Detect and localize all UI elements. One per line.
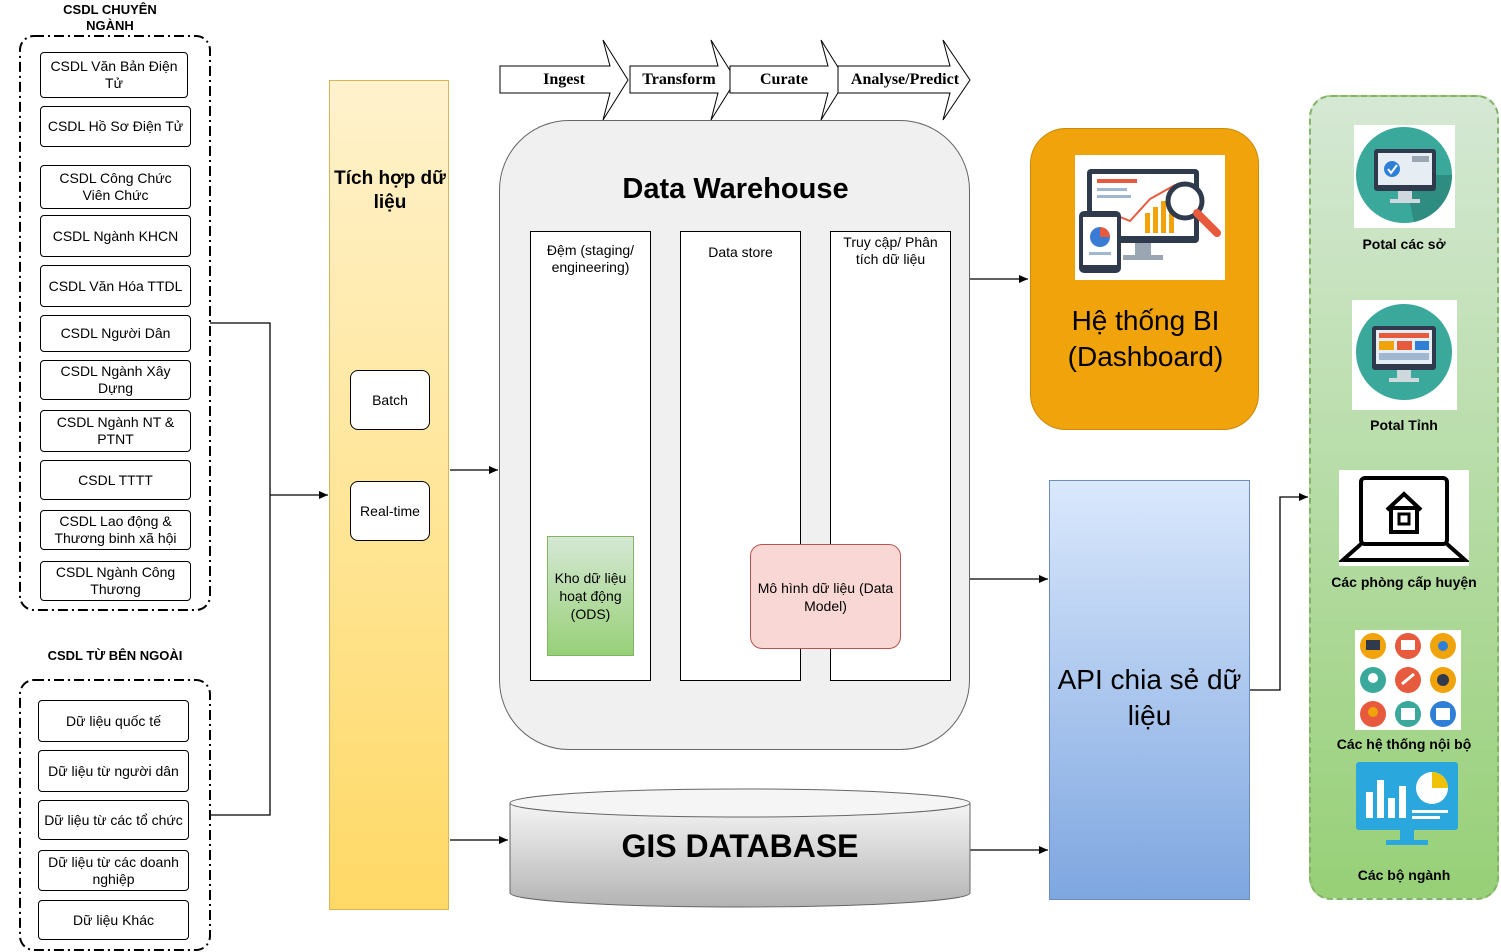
dw-title: Data Warehouse [622,173,849,205]
source-db-item: CSDL Công Chức Viên Chức [40,165,191,209]
external-group-border [19,679,211,951]
source-db-item: CSDL Văn Hóa TTDL [40,265,191,307]
internal-group-border [19,35,211,611]
integration-panel: Tích hợp dữ liệu Batch Real-time [329,80,449,910]
source-db-item: CSDL TTTT [40,460,191,500]
step-analyse-predict: Analyse/Predict [850,71,960,88]
external-source-item: Dữ liệu quốc tế [38,700,189,742]
data-model-box: Mô hình dữ liệu (Data Model) [750,544,901,649]
data-warehouse: Data Warehouse Đệm (staging/ engineering… [499,120,970,750]
external-group-title: CSDL TỪ BÊN NGOÀI [47,648,183,663]
dw-column-store-label: Data store [708,244,773,260]
source-db-item: CSDL Ngành NT & PTNT [40,410,191,452]
dw-column-access-label: Truy cập/ Phân tích dữ liệu [843,234,938,267]
monitor-check-icon [1354,125,1455,228]
step-arrow-ingest [499,39,629,121]
api-sharing: API chia sẻ dữ liệu [1049,480,1250,900]
batch-mode: Batch [350,370,430,430]
step-arrow-curate [729,39,847,121]
laptop-home-icon [1337,470,1471,566]
source-db-item: CSDL Hồ Sơ Điện Tử [40,106,191,147]
bi-label: Hệ thống BI (Dashboard) [1067,305,1224,372]
source-db-item: CSDL Văn Bản Điện Tử [40,52,188,98]
step-arrow-transform [629,39,737,121]
external-source-item: Dữ liệu từ các doanh nghiệp [38,850,189,891]
internal-group-title: CSDL CHUYÊN NGÀNH [63,2,157,33]
bi-system: Hệ thống BI (Dashboard) [1030,128,1259,430]
source-db-item: CSDL Ngành Công Thương [40,561,191,601]
external-source-item: Dữ liệu Khác [38,900,189,940]
channel-label-potal-cac-so: Potal các sở [1362,236,1446,252]
channel-label-phong-cap-huyen: Các phòng cấp huyện [1331,574,1477,590]
internal-connector [210,322,271,495]
step-ingest: Ingest [543,71,585,88]
step-arrow-analyse [837,39,971,121]
source-db-item: CSDL Lao động & Thương binh xã hội [40,510,191,550]
step-transform: Transform [642,71,716,88]
monitor-chart-icon [1352,758,1462,858]
app-grid-icon [1355,630,1461,730]
api-to-channels-arrow [1250,493,1308,691]
external-connector [210,495,271,816]
dw-column-staging-label: Đệm (staging/ engineering) [546,242,635,275]
source-db-item: CSDL Ngành KHCN [40,215,191,257]
monitor-dashboard-icon [1352,300,1457,410]
step-curate: Curate [760,71,808,88]
realtime-mode: Real-time [350,481,430,541]
api-label: API chia sẻ dữ liệu [1057,663,1242,731]
channel-label-bo-nganh: Các bộ ngành [1357,867,1451,883]
source-db-item: CSDL Người Dân [40,315,191,352]
source-db-item: CSDL Ngành Xây Dựng [40,360,191,400]
ods-box: Kho dữ liệu hoạt động (ODS) [547,536,634,656]
external-source-item: Dữ liệu từ người dân [38,750,189,792]
gis-database-label: GIS DATABASE [621,828,859,864]
channel-label-potal-tinh: Potal Tỉnh [1370,417,1438,433]
channel-label-he-thong-noi-bo: Các hệ thống nội bộ [1336,736,1472,752]
integration-title: Tích hợp dữ liệu [334,168,446,213]
gis-cylinder [509,788,971,908]
external-source-item: Dữ liệu từ các tổ chức [38,800,189,840]
analytics-icon [1075,155,1225,280]
